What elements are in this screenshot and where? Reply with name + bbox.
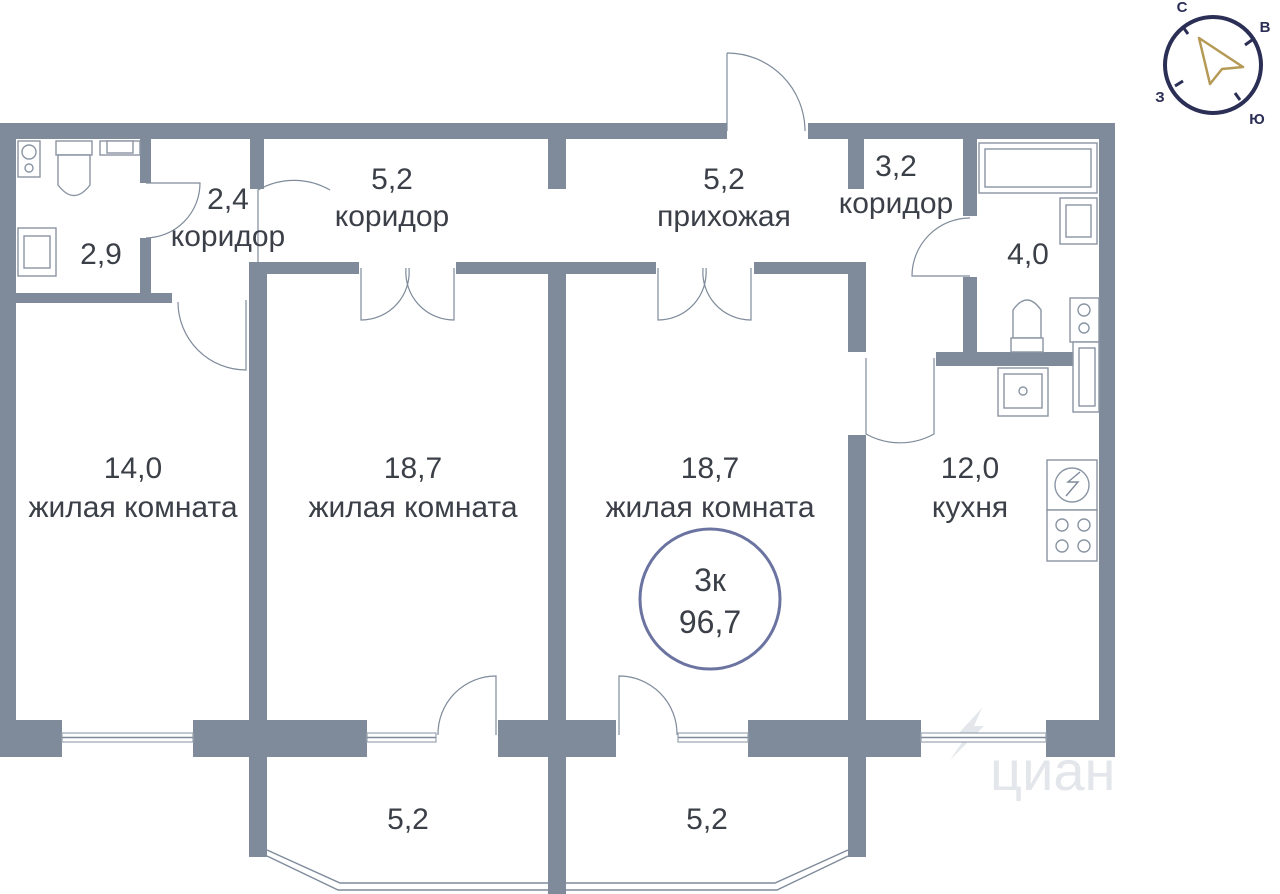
room-name-corridor-mid: коридор [335, 200, 449, 233]
apartment-badge: 3к 96,7 [638, 527, 782, 671]
room-area-bath-left: 2,9 [80, 238, 122, 271]
room-area-corridor-left: 2,4 [207, 183, 249, 216]
door-swings [145, 52, 971, 736]
fixtures [17, 140, 1100, 562]
room-name-room-1: жилая комната [28, 491, 237, 524]
room-area-bath-right: 4,0 [1007, 238, 1049, 271]
compass-south: Ю [1249, 111, 1264, 128]
apartment-total-area: 96,7 [679, 604, 741, 640]
room-area-room-1: 14,0 [104, 452, 162, 485]
room-area-balcony-2: 5,2 [686, 803, 728, 836]
room-name-corridor-left: коридор [171, 220, 285, 253]
room-area-hallway: 5,2 [703, 163, 745, 196]
room-area-room-2: 18,7 [384, 452, 442, 485]
compass-arrow-icon [1197, 36, 1245, 86]
walls [0, 123, 1115, 894]
room-name-corridor-right: коридор [839, 187, 953, 220]
compass: С В Ю З [1155, 0, 1270, 128]
compass-ring [1163, 15, 1263, 115]
room-area-balcony-1: 5,2 [387, 803, 429, 836]
compass-west: З [1155, 89, 1164, 106]
compass-east: В [1260, 19, 1271, 36]
room-name-hallway: прихожая [657, 200, 791, 233]
room-area-room-3: 18,7 [681, 452, 739, 485]
apartment-type: 3к [694, 562, 727, 598]
room-labels: 2,9 2,4 коридор 5,2 коридор 5,2 прихожая… [28, 150, 1048, 836]
room-area-kitchen: 12,0 [941, 452, 999, 485]
room-name-room-3: жилая комната [605, 491, 814, 524]
room-area-corridor-right: 3,2 [875, 150, 917, 183]
compass-north: С [1177, 0, 1188, 16]
windows [61, 732, 1047, 743]
room-name-room-2: жилая комната [308, 491, 517, 524]
room-name-kitchen: кухня [932, 491, 1008, 524]
balcony-outlines [266, 849, 849, 891]
room-area-corridor-mid: 5,2 [371, 163, 413, 196]
